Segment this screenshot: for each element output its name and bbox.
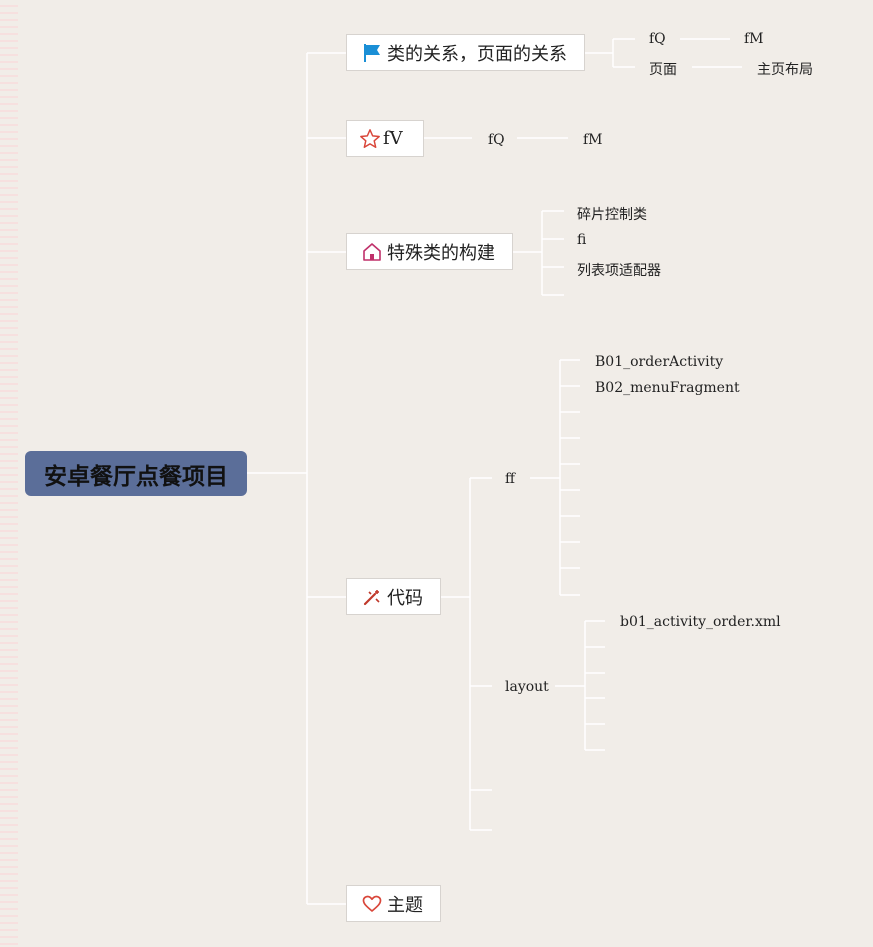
topic-special-label: 特殊类的构建 <box>387 242 495 264</box>
special-child-1[interactable]: 碎片控制类 <box>577 207 647 223</box>
relations-grandchild-2[interactable]: 主页布局 <box>757 62 813 78</box>
star-icon <box>359 128 381 150</box>
topic-relations-label: 类的关系，页面的关系 <box>387 43 567 65</box>
magic-wand-icon <box>361 586 383 608</box>
special-child-3[interactable]: 列表项适配器 <box>577 263 661 279</box>
relations-child-2[interactable]: 页面 <box>649 62 677 78</box>
topic-relations[interactable]: 类的关系，页面的关系 <box>346 34 585 71</box>
relations-child-1[interactable]: fQ <box>649 31 666 47</box>
topic-special[interactable]: 特殊类的构建 <box>346 233 513 270</box>
ff-item-2[interactable]: B02_menuFragment <box>595 380 740 396</box>
fv-grandchild-1[interactable]: fM <box>583 132 603 148</box>
code-ff[interactable]: ff <box>505 471 515 487</box>
fv-child-1[interactable]: fQ <box>488 132 505 148</box>
ff-item-1[interactable]: B01_orderActivity <box>595 354 724 370</box>
topic-fv-label: fV <box>383 128 403 149</box>
topic-theme[interactable]: 主题 <box>346 885 441 922</box>
flag-icon <box>361 42 383 64</box>
heart-icon <box>361 893 383 915</box>
topic-theme-label: 主题 <box>387 894 423 916</box>
root-topic[interactable]: 安卓餐厅点餐项目 <box>25 451 247 496</box>
topic-fv[interactable]: fV <box>346 120 424 157</box>
topic-code[interactable]: 代码 <box>346 578 441 615</box>
layout-item-1[interactable]: b01_activity_order.xml <box>620 614 781 630</box>
special-child-2[interactable]: fi <box>577 232 587 248</box>
background-stripe <box>0 0 18 947</box>
root-topic-label: 安卓餐厅点餐项目 <box>44 463 228 490</box>
home-icon <box>361 241 383 263</box>
topic-code-label: 代码 <box>387 587 423 609</box>
relations-grandchild-1[interactable]: fM <box>744 31 764 47</box>
code-layout[interactable]: layout <box>505 679 549 695</box>
